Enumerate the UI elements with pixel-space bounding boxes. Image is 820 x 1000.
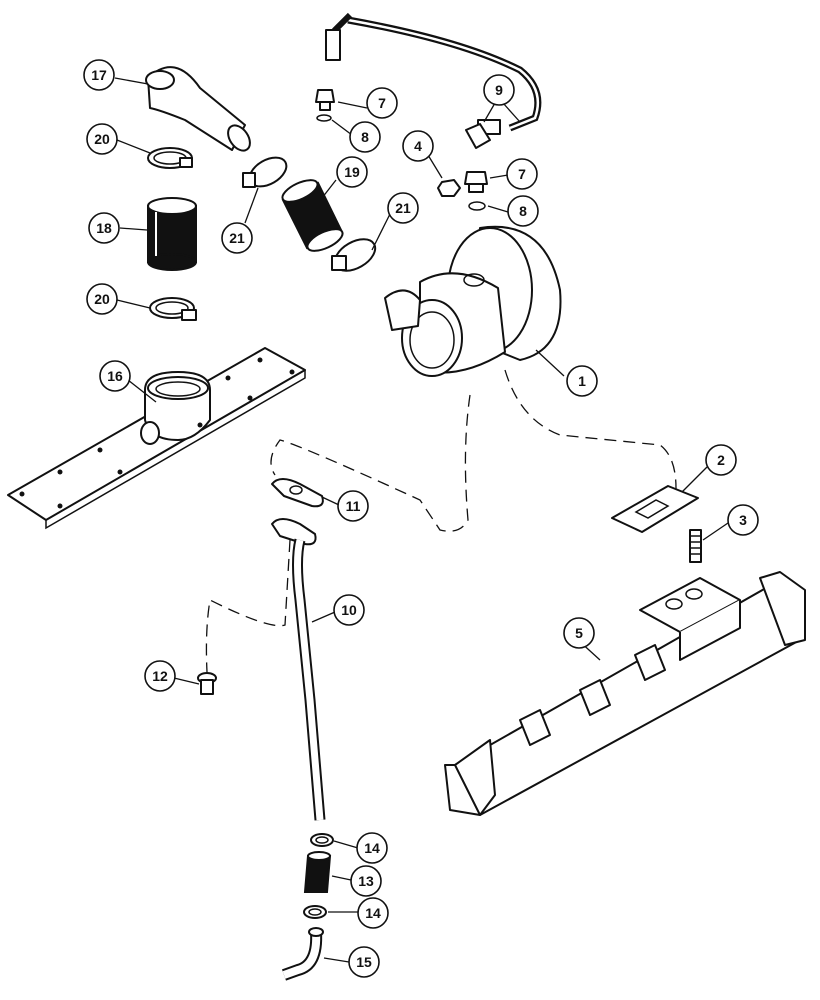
callout-label: 4 [414, 138, 422, 154]
callout-label: 17 [91, 67, 107, 83]
callout-label: 18 [96, 220, 112, 236]
washer-part [468, 201, 486, 211]
callout: 11 [337, 490, 369, 522]
callout-label: 11 [346, 498, 361, 514]
callout: 8 [507, 195, 539, 227]
callout: 19 [336, 156, 368, 188]
hose-clamp-part [149, 297, 197, 321]
callout: 10 [333, 594, 365, 626]
drain-hose-part [303, 851, 332, 893]
callout: 12 [144, 660, 176, 692]
callout: 15 [348, 946, 380, 978]
clamp-part [331, 238, 377, 272]
callout-label: 15 [356, 954, 372, 970]
callout-label: 7 [518, 166, 526, 182]
callout-label: 7 [378, 95, 386, 111]
callout: 7 [366, 87, 398, 119]
callout-label: 21 [395, 200, 411, 216]
callout-label: 2 [717, 452, 725, 468]
drain-gasket-part [271, 478, 324, 508]
bolt-part [197, 672, 217, 695]
callout: 7 [506, 158, 538, 190]
elbow-hose-part [145, 66, 251, 152]
callout: 8 [349, 121, 381, 153]
callout: 14 [356, 832, 388, 864]
assembly-reference-lines [205, 369, 677, 673]
fitting-part [315, 89, 335, 111]
callout: 21 [387, 192, 419, 224]
callout: 16 [99, 360, 131, 392]
washer-part [316, 114, 332, 122]
callout: 13 [350, 865, 382, 897]
exhaust-manifold-part [444, 571, 806, 816]
callout-label: 20 [94, 291, 110, 307]
callout-label: 8 [361, 129, 369, 145]
callout-label: 20 [94, 131, 110, 147]
callout: 20 [86, 123, 118, 155]
turbocharger-part [384, 225, 562, 377]
callout: 20 [86, 283, 118, 315]
gasket-part [611, 485, 699, 533]
oil-drain-tube-part [271, 518, 326, 821]
callout: 21 [221, 222, 253, 254]
small-clamp-part [303, 905, 327, 919]
callout: 3 [727, 504, 759, 536]
angled-sleeve-part [281, 179, 344, 252]
callout-label: 14 [365, 905, 381, 921]
callout-label: 3 [739, 512, 747, 528]
callout: 1 [566, 365, 598, 397]
callout-label: 10 [341, 602, 357, 618]
callout-label: 14 [364, 840, 380, 856]
callout-label: 12 [152, 668, 168, 684]
callout: 4 [402, 130, 434, 162]
callout: 2 [705, 444, 737, 476]
callout-label: 19 [344, 164, 360, 180]
callout-label: 21 [229, 230, 245, 246]
oil-supply-line-part [325, 12, 542, 149]
callout-label: 8 [519, 203, 527, 219]
callout: 14 [357, 897, 389, 929]
fitting-part [464, 171, 488, 193]
callout-label: 1 [578, 373, 586, 389]
nut-part [437, 179, 461, 197]
callout-label: 13 [358, 873, 374, 889]
callout-label: 9 [495, 82, 503, 98]
callout-label: 16 [107, 368, 123, 384]
callout: 18 [88, 212, 120, 244]
intake-plate-part [7, 347, 306, 530]
clamp-part [242, 156, 288, 188]
stud-part [689, 529, 702, 563]
callout: 5 [563, 617, 595, 649]
rubber-sleeve-part [147, 197, 197, 271]
callout: 9 [483, 74, 515, 106]
hose-clamp-part [147, 147, 193, 169]
callout: 17 [83, 59, 115, 91]
callout-label: 5 [575, 625, 583, 641]
small-clamp-part [310, 833, 334, 847]
elbow-tube-part [281, 927, 324, 981]
